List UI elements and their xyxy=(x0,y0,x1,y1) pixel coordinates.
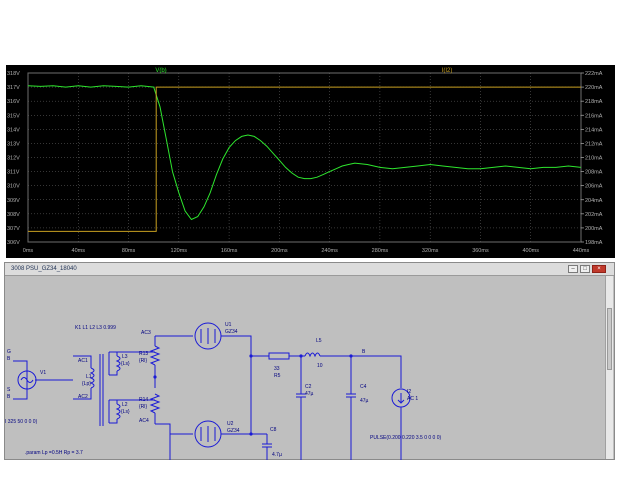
x-tick-label: 360ms xyxy=(472,248,489,254)
waveform-plot[interactable]: 318V 317V 316V 315V 314V 313V 312V 311V 310V 309V… xyxy=(6,65,615,258)
x-tick-label: 0ms xyxy=(23,248,34,254)
label-node-b[interactable]: B xyxy=(362,349,366,355)
y-tick-label-left: 312V xyxy=(7,156,20,162)
junction-dots xyxy=(153,354,353,436)
y-tick-label-left: 318V xyxy=(7,71,20,77)
label-l2[interactable]: L2 xyxy=(122,402,128,408)
y-tick-label-right: 198mA xyxy=(585,240,603,246)
y-tick-label-right: 202mA xyxy=(585,212,603,218)
y-tick-label-left: 308V xyxy=(7,212,20,218)
y-tick-label-left: 311V xyxy=(7,170,20,176)
label-l2-value[interactable]: {Ls} xyxy=(121,409,130,415)
label-l1-value[interactable]: {Lp} xyxy=(82,381,91,387)
y-tick-label-right: 208mA xyxy=(585,170,603,176)
label-l5[interactable]: L5 xyxy=(316,338,322,344)
label-l5-value[interactable]: 10 xyxy=(317,363,323,369)
label-src-s[interactable]: S xyxy=(7,387,11,393)
label-ac2[interactable]: AC2 xyxy=(78,394,88,400)
y-tick-label-left: 313V xyxy=(7,141,20,147)
x-tick-label: 280ms xyxy=(372,248,389,254)
schematic-wires xyxy=(13,322,411,460)
y-tick-label-left: 317V xyxy=(7,85,20,91)
label-src-mid[interactable]: B xyxy=(7,394,11,400)
y-tick-label-right: 200mA xyxy=(585,226,603,232)
maximize-icon[interactable]: □ xyxy=(580,265,590,273)
label-coupling[interactable]: K1 L1 L2 L3 0.999 xyxy=(75,325,116,331)
x-tick-label: 400ms xyxy=(522,248,539,254)
label-r13-value[interactable]: {Rl} xyxy=(139,358,147,364)
label-u2-value[interactable]: GZ34 xyxy=(227,428,240,434)
label-c2-value[interactable]: 47µ xyxy=(305,391,314,397)
label-param[interactable]: .param Lp =0.5H Rp = 3.7 xyxy=(25,450,83,456)
y-tick-label-left: 315V xyxy=(7,113,20,119)
label-sine[interactable]: I 325 50 0 0 0) xyxy=(5,419,38,425)
schematic-labels: G B S B V1 I 325 50 0 0 0) AC1 AC2 L1 {L… xyxy=(5,322,441,458)
label-c8-value[interactable]: 4.7µ xyxy=(272,452,282,458)
label-u1[interactable]: U1 xyxy=(225,322,232,328)
y-tick-label-right: 204mA xyxy=(585,198,603,204)
vertical-scrollbar[interactable] xyxy=(605,276,613,459)
label-c4[interactable]: C4 xyxy=(360,384,367,390)
y-tick-label-right: 210mA xyxy=(585,156,603,162)
legend-current-trace[interactable]: I(I2) xyxy=(442,68,453,74)
y-tick-label-left: 309V xyxy=(7,198,20,204)
label-l1[interactable]: L1 xyxy=(86,374,92,380)
series-current-line[interactable] xyxy=(28,86,581,232)
label-i2[interactable]: I2 xyxy=(407,389,411,395)
y-tick-label-left: 316V xyxy=(7,99,20,105)
y-tick-label-right: 220mA xyxy=(585,85,603,91)
plot-series xyxy=(27,85,582,232)
y-tick-label-right: 218mA xyxy=(585,99,603,105)
window-title: 3008 PSU_GZ34_18040 xyxy=(11,266,77,272)
y-tick-label-right: 206mA xyxy=(585,184,603,190)
x-tick-label: 240ms xyxy=(321,248,338,254)
x-tick-label: 160ms xyxy=(221,248,238,254)
legend-voltage-trace[interactable]: V(b) xyxy=(155,68,166,74)
y-tick-label-right: 214mA xyxy=(585,127,603,133)
label-r14[interactable]: R14 xyxy=(139,397,148,403)
label-ac4[interactable]: AC4 xyxy=(139,418,149,424)
label-r14-value[interactable]: {Rl} xyxy=(139,404,147,410)
label-u2[interactable]: U2 xyxy=(227,421,234,427)
x-tick-label: 40ms xyxy=(72,248,86,254)
scrollbar-thumb[interactable] xyxy=(607,308,612,370)
label-c8[interactable]: C8 xyxy=(270,427,277,433)
y-tick-label-left: 310V xyxy=(7,184,20,190)
x-tick-label: 440ms xyxy=(573,248,590,254)
x-tick-label: 200ms xyxy=(271,248,288,254)
y-tick-label-left: 306V xyxy=(7,240,20,246)
label-src-g[interactable]: G xyxy=(7,349,11,355)
label-i2-value[interactable]: AC 1 xyxy=(407,396,418,402)
plot-axes: 318V 317V 316V 315V 314V 313V 312V 311V 310V 309V… xyxy=(7,71,603,254)
label-pulse[interactable]: PULSE(0.200 0.220 3.5 0 0 0 0) xyxy=(370,435,441,441)
label-l3[interactable]: L3 xyxy=(122,354,128,360)
label-v1[interactable]: V1 xyxy=(40,370,46,376)
label-u1-value[interactable]: GZ34 xyxy=(225,329,238,335)
plot-grid xyxy=(27,72,582,243)
schematic-canvas[interactable]: G B S B V1 I 325 50 0 0 0) AC1 AC2 L1 {L… xyxy=(5,276,607,460)
label-l3-value[interactable]: {Ls} xyxy=(121,361,130,367)
y-tick-label-left: 314V xyxy=(7,127,20,133)
label-r13[interactable]: R13 xyxy=(139,351,148,357)
label-c4-value[interactable]: 47µ xyxy=(360,398,369,404)
y-tick-label-right: 222mA xyxy=(585,71,603,77)
schematic-window[interactable]: 3008 PSU_GZ34_18040 – □ × xyxy=(4,262,615,460)
y-tick-label-right: 216mA xyxy=(585,113,603,119)
label-r5-value[interactable]: 33 xyxy=(274,366,280,372)
label-c2[interactable]: C2 xyxy=(305,384,312,390)
y-tick-label-right: 212mA xyxy=(585,141,603,147)
minimize-icon[interactable]: – xyxy=(568,265,578,273)
label-r5[interactable]: R5 xyxy=(274,373,281,379)
x-tick-label: 80ms xyxy=(122,248,136,254)
waveform-plot-canvas[interactable]: 318V 317V 316V 315V 314V 313V 312V 311V 310V 309V… xyxy=(6,65,615,258)
window-titlebar[interactable]: 3008 PSU_GZ34_18040 – □ × xyxy=(5,263,614,276)
label-ac1[interactable]: AC1 xyxy=(78,358,88,364)
x-tick-label: 120ms xyxy=(171,248,188,254)
series-voltage-line[interactable] xyxy=(27,85,582,221)
label-ac3[interactable]: AC3 xyxy=(141,330,151,336)
y-tick-label-left: 307V xyxy=(7,226,20,232)
x-tick-label: 320ms xyxy=(422,248,439,254)
label-src-b[interactable]: B xyxy=(7,356,11,362)
close-icon[interactable]: × xyxy=(592,265,606,273)
